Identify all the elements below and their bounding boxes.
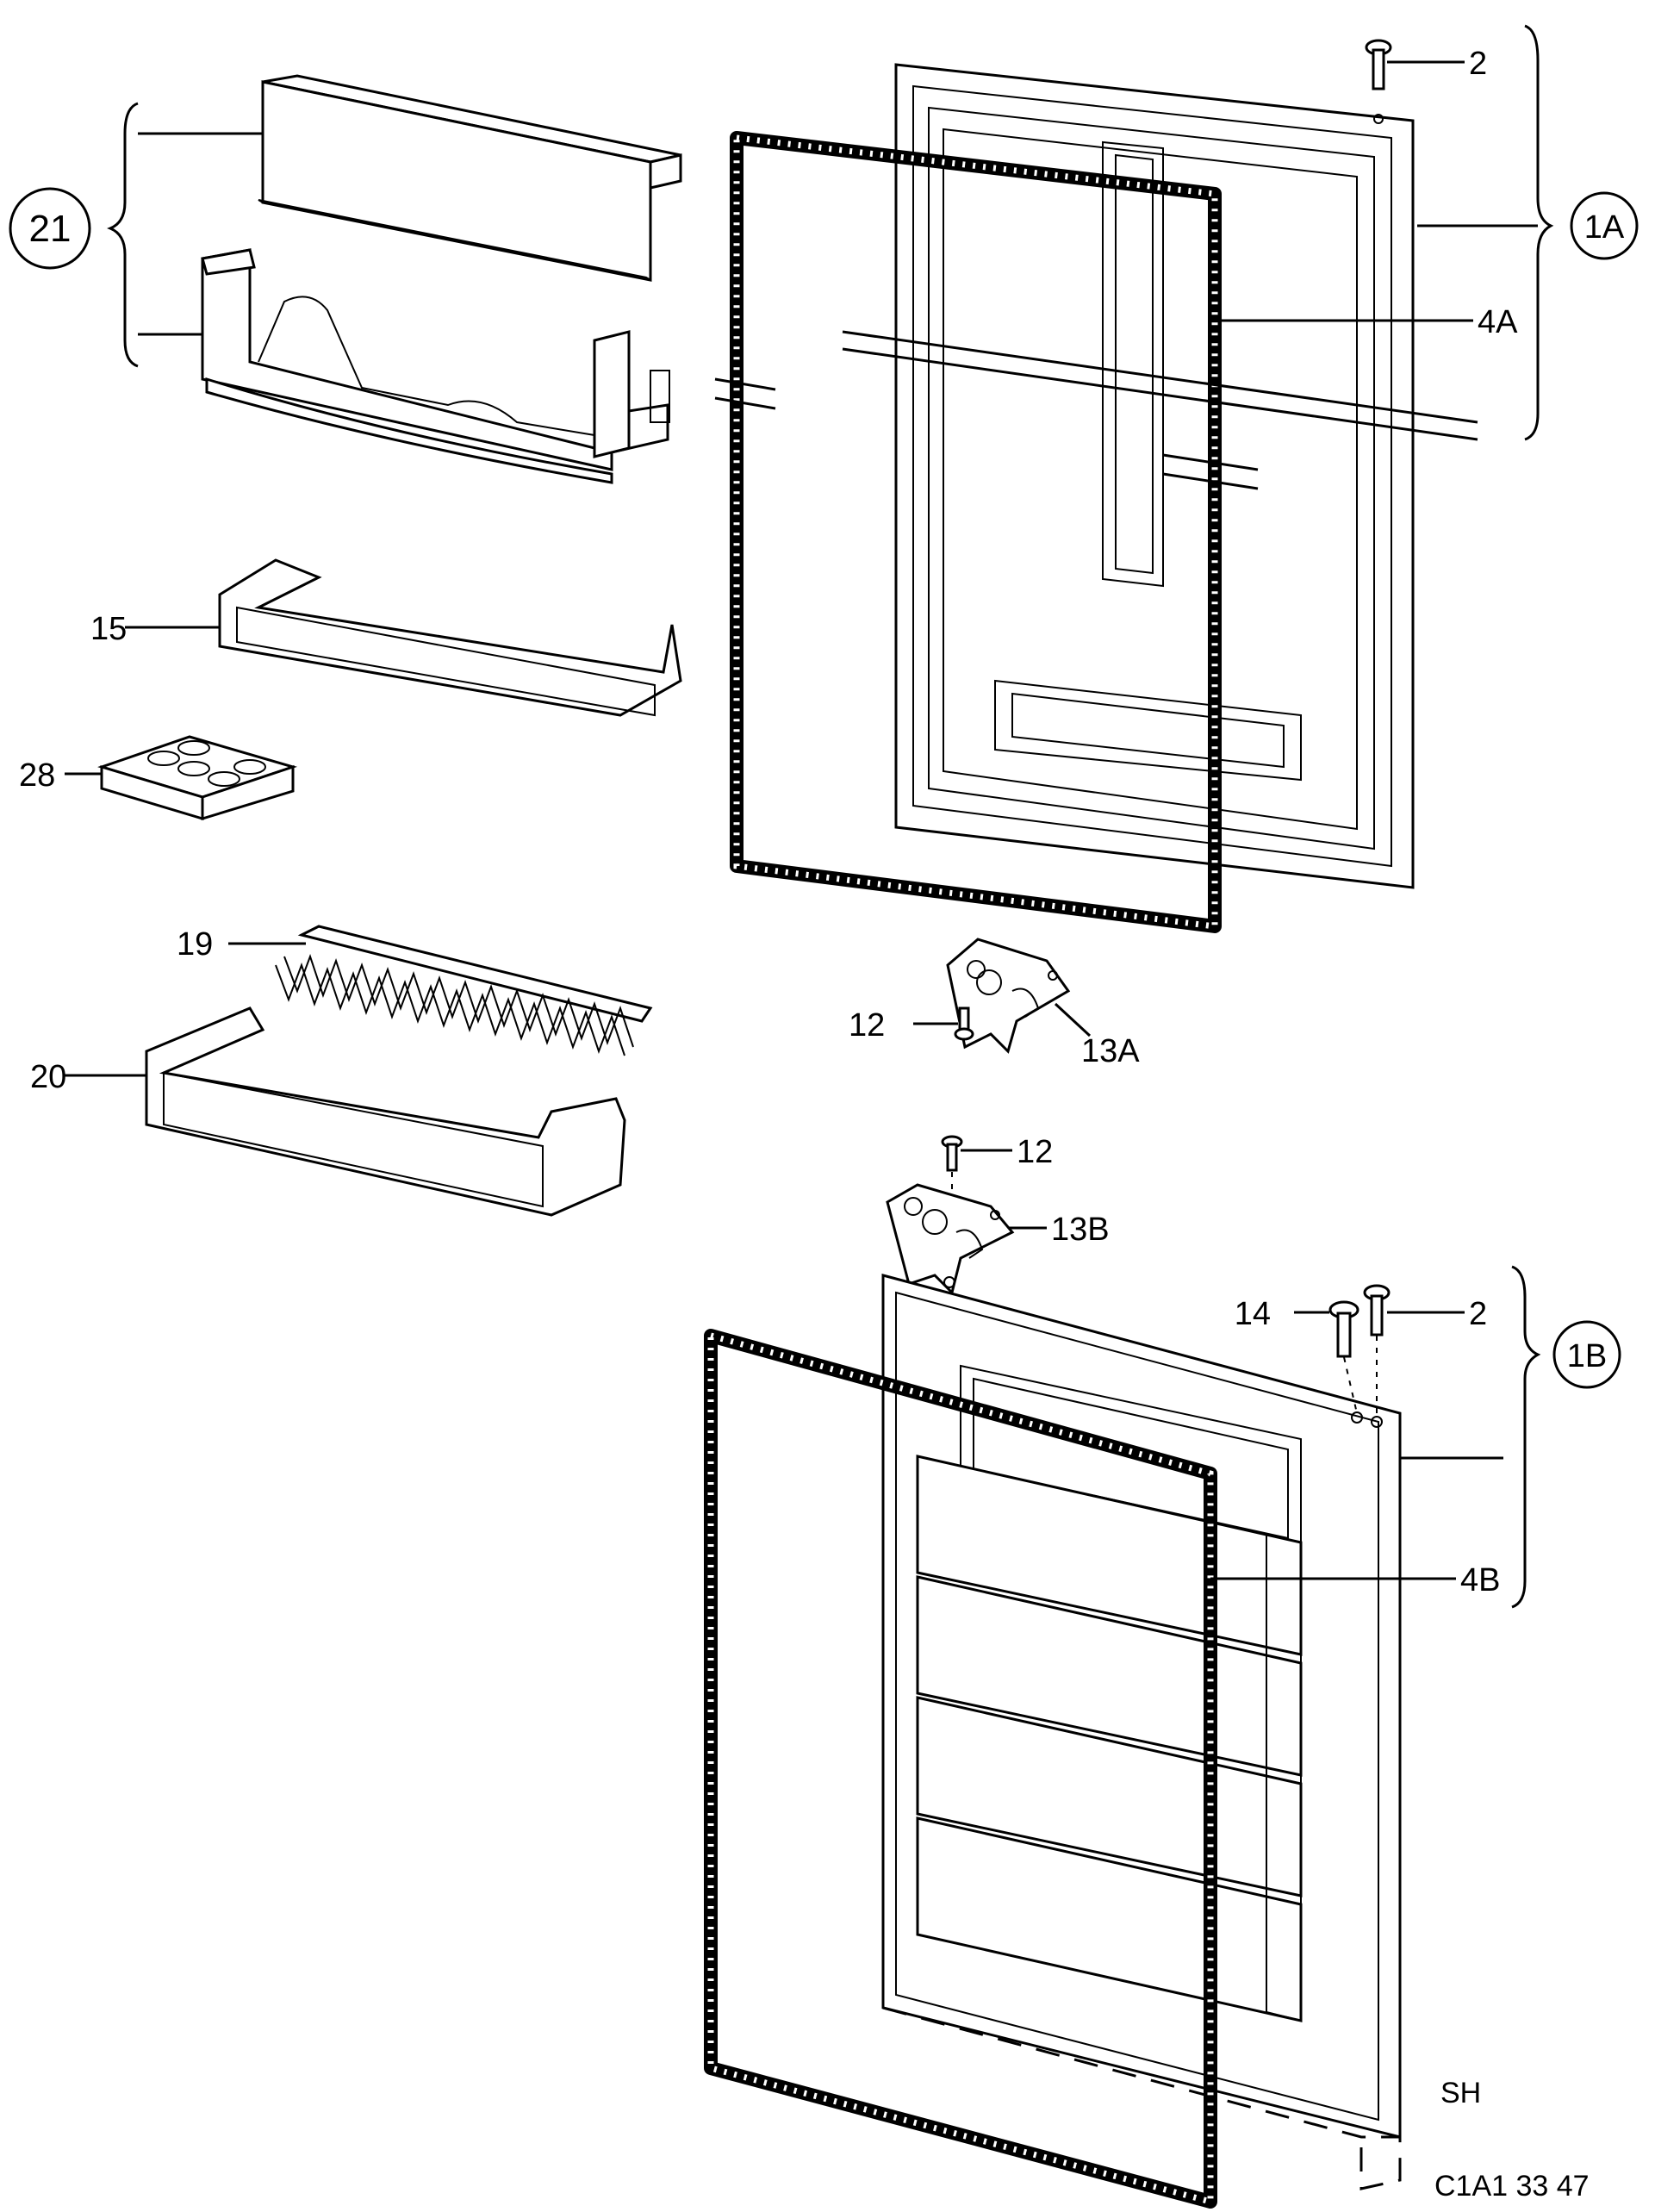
callout-1B-label: 1B <box>1567 1338 1607 1374</box>
callout-19-label: 19 <box>177 926 213 963</box>
door-shelf-15 <box>125 558 682 717</box>
callout-circle-1A <box>1570 191 1639 260</box>
egg-tray-28 <box>65 735 298 821</box>
callout-21-label: 21 <box>29 208 72 250</box>
callout-13A-label: 13A <box>1081 1033 1140 1069</box>
callout-12-upper-label: 12 <box>849 1007 885 1044</box>
upper-door-panel <box>894 63 1415 889</box>
screw-2-lower <box>1363 1284 1465 1413</box>
lower-door-hidden-edge <box>882 2006 1402 2190</box>
lower-door-gasket <box>704 1329 1217 2209</box>
callout-14-label: 14 <box>1235 1296 1271 1332</box>
screw-12-upper <box>913 1006 974 1041</box>
drawing-number-label: C1A1 33 47 <box>1434 2170 1590 2203</box>
callout-4A-label: 4A <box>1478 304 1518 340</box>
brace-21 <box>107 102 139 368</box>
brace-1A <box>1524 24 1554 441</box>
dairy-compartment-lid <box>258 74 682 282</box>
callout-circle-1B <box>1552 1320 1621 1389</box>
callout-2-lower-label: 2 <box>1469 1296 1487 1332</box>
screw-14 <box>1294 1300 1359 1414</box>
guide-bars <box>714 330 1478 490</box>
callout-circle-21 <box>9 187 91 270</box>
callout-1A-label: 1A <box>1584 209 1625 246</box>
callout-20-label: 20 <box>30 1059 66 1095</box>
callout-4B-label: 4B <box>1460 1562 1500 1598</box>
dairy-compartment-tray <box>201 248 670 484</box>
callout-13B-label: 13B <box>1051 1212 1110 1248</box>
sheet-code-label: SH <box>1440 2077 1481 2109</box>
hinge-13B <box>886 1183 1047 1295</box>
callout-12-lower-label: 12 <box>1017 1134 1053 1170</box>
bottle-shelf-20 <box>65 1006 626 1217</box>
brace-1B <box>1511 1265 1541 1609</box>
bottle-retainer-19 <box>228 925 653 1056</box>
callout-15-label: 15 <box>90 611 127 647</box>
callout-2-top-label: 2 <box>1469 46 1487 82</box>
callout-28-label: 28 <box>19 757 55 794</box>
hinge-13A <box>946 938 1092 1054</box>
screw-2-top <box>1365 39 1465 90</box>
upper-door-gasket <box>730 131 1222 933</box>
